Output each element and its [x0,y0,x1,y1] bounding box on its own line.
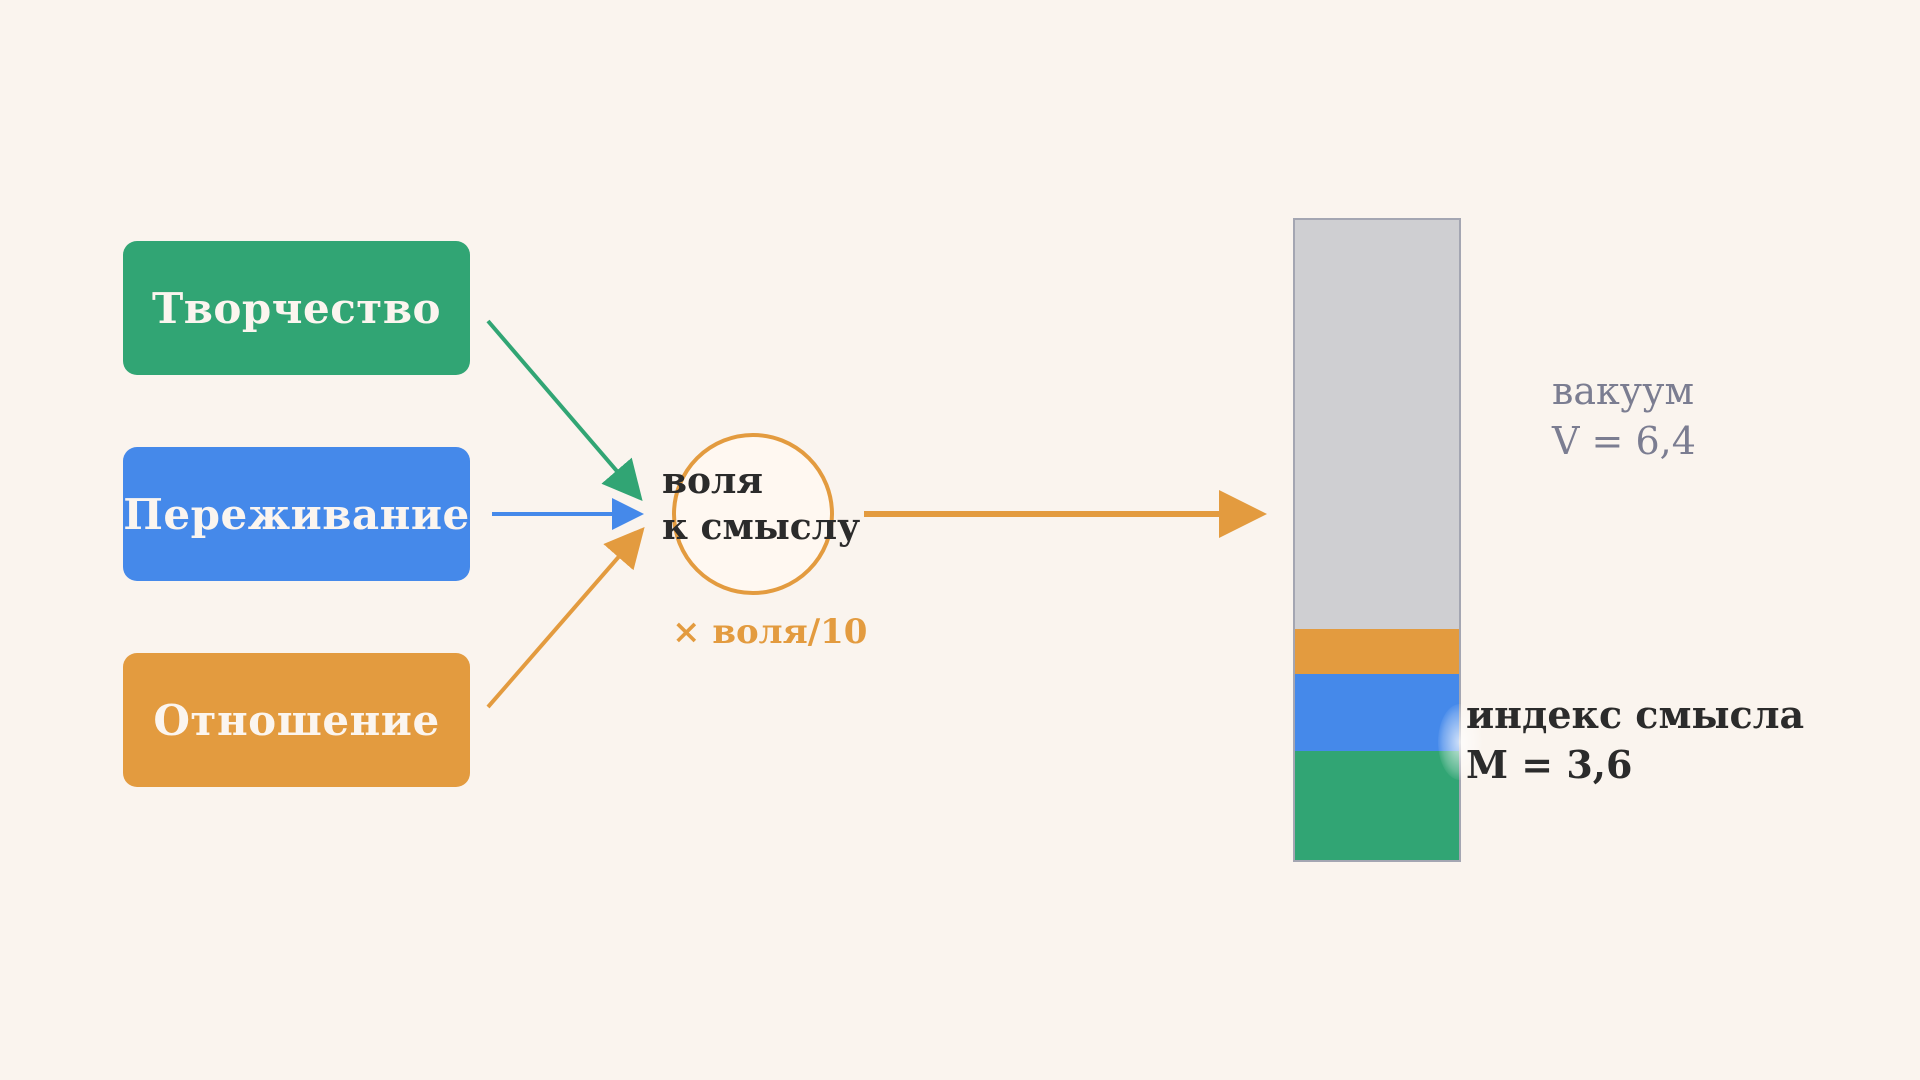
index-label-line1: индекс смысла [1466,692,1805,737]
meaning-index-label: индекс смысла M = 3,6 [1466,690,1804,790]
source-box-attitude: Отношение [123,653,470,787]
arrow-creativity-to-will [486,319,643,502]
will-label-line2: к смыслу [662,506,861,548]
will-to-meaning-label: воля к смыслу [662,458,860,550]
bar-segment-1 [1295,751,1459,860]
index-marker-glow [1438,704,1482,780]
source-box-creativity: Творчество [123,241,470,375]
will-to-meaning-node [672,433,834,595]
will-multiplier-label: × воля/10 [672,612,868,652]
meaning-stacked-bar [1293,218,1461,862]
vacuum-label-line2: V = 6,4 [1552,419,1696,463]
bar-segment-3 [1295,629,1459,674]
vacuum-label-line1: вакуум [1552,369,1695,413]
arrow-attitude-to-will [486,526,645,709]
source-box-experience: Переживание [123,447,470,581]
bar-segment-2 [1295,674,1459,751]
will-label-line1: воля [662,460,764,502]
vacuum-label: вакуум V = 6,4 [1552,366,1696,466]
index-label-line2: M = 3,6 [1466,742,1633,787]
